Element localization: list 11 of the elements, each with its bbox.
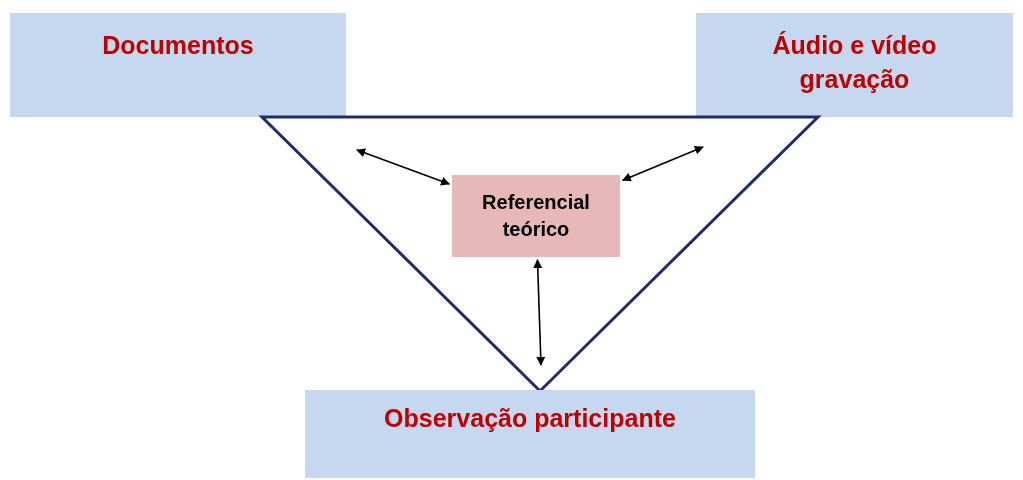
- double-arrow: [533, 259, 546, 366]
- source-box: [696, 13, 1013, 117]
- double-arrow: [356, 148, 451, 186]
- box-label: Áudio e vídeo gravação: [771, 30, 938, 95]
- concept-box: [452, 175, 620, 257]
- box-label: Referencial teórico: [481, 190, 591, 242]
- source-box: [305, 390, 755, 478]
- box-label: Observação participante: [383, 403, 677, 434]
- source-box: [10, 13, 346, 117]
- box-label: Documentos: [101, 30, 255, 61]
- double-arrow: [621, 145, 704, 182]
